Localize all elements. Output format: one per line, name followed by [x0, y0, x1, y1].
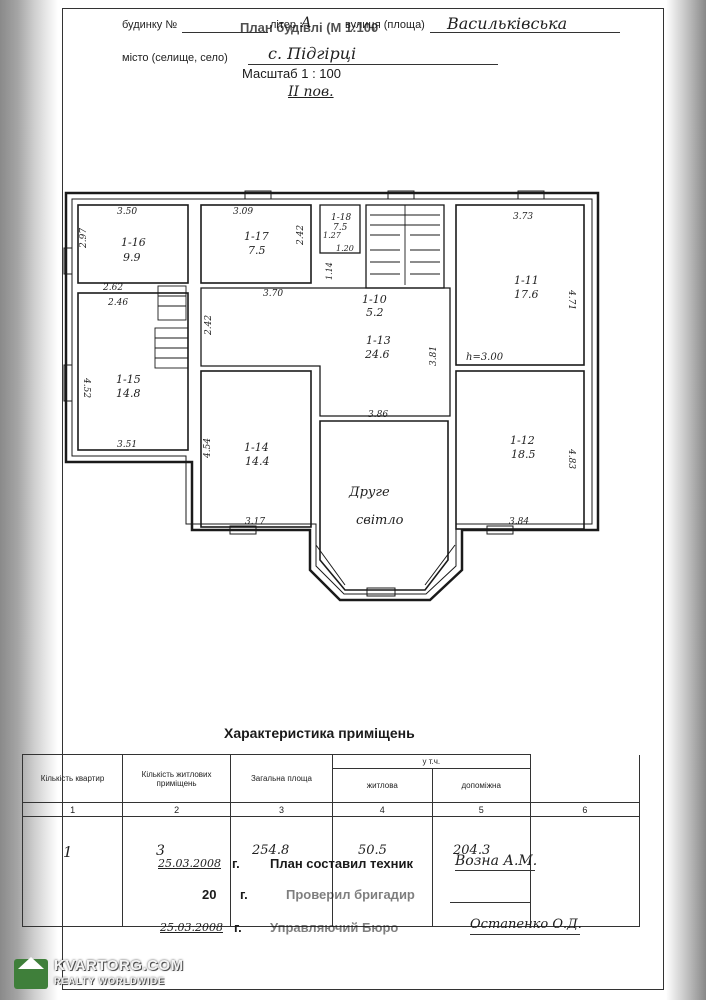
dim-3: 3.73	[513, 212, 533, 222]
cell-apartments: 1	[63, 843, 73, 861]
room-1-12-area: 18.5	[511, 448, 536, 461]
room-1-17-id: 1-17	[244, 230, 269, 243]
cell-living-rooms: 3	[156, 843, 165, 859]
kvartorg-watermark: KVARTORG.COM REALTY WORLDWIDE	[14, 955, 184, 993]
street-label: вулиця (площа)	[345, 19, 425, 31]
col-auxiliary: допоміжна	[431, 768, 531, 803]
dim-1: 3.50	[117, 207, 137, 217]
stamp-checked-label: Проверил бригадир	[286, 887, 415, 902]
dim-2: 3.09	[233, 207, 253, 217]
dim-10: 3.70	[263, 289, 283, 299]
plan-title: План будівлі (М 1:100	[240, 20, 379, 35]
stamp-year-suffix-2: г.	[240, 887, 248, 902]
dim-14: 3.81	[429, 346, 439, 366]
col-apartments: Кількість квартир	[21, 754, 124, 803]
dim-16: 3.86	[368, 410, 388, 420]
stamp-date-1: 25.03.2008	[158, 857, 221, 870]
room-1-18-area: 7.5	[333, 223, 348, 233]
characteristics-title: Характеристика приміщень	[224, 725, 415, 741]
stamp-date-3: 25.03.2008	[160, 921, 223, 934]
dim-20: 3.17	[245, 517, 265, 527]
col-incl-group: у т.ч.	[331, 754, 531, 769]
stamp-approved-label: Управляючий Бюро	[270, 920, 399, 935]
room-1-16-id: 1-16	[121, 236, 146, 249]
col-num-4: 4	[331, 802, 433, 817]
dim-8: 1.14	[325, 262, 334, 280]
house-logo-icon	[14, 957, 48, 989]
col-num-2: 2	[122, 802, 232, 817]
room-1-15-id: 1-15	[116, 373, 141, 386]
city-value: с. Підгірці	[268, 44, 357, 63]
dim-7: 1.20	[336, 244, 354, 253]
cell-6	[529, 816, 641, 927]
characteristics-table: Кількість квартир Кількість житлових при…	[21, 754, 641, 927]
col-num-5: 5	[431, 802, 531, 817]
room-1-17-area: 7.5	[248, 244, 266, 257]
dim-5: 2.42	[296, 225, 306, 246]
stamp-composed-name: Возна А.М.	[455, 853, 538, 869]
room-1-10-area: 5.2	[366, 306, 384, 319]
room-1-13-area: 24.6	[364, 348, 390, 361]
stamp-composed-label: План составил техник	[270, 856, 413, 871]
dim-11: 4.71	[566, 289, 576, 310]
cell-living-area: 50.5	[358, 843, 387, 858]
dim-4: 2.97	[79, 228, 89, 249]
col-living-rooms: Кількість житлових приміщень	[122, 754, 232, 803]
watermark-subtitle: REALTY WORLDWIDE	[54, 976, 166, 986]
dim-17: 3.51	[117, 440, 137, 450]
stamp-approved-name: Остапенко О.Д.	[470, 917, 582, 932]
stamp-year-prefix-2: 20	[202, 887, 217, 902]
dim-15: 4.52	[81, 377, 91, 398]
room-1-16-area: 9.9	[123, 251, 141, 264]
scale-label: Масштаб 1 : 100	[242, 66, 341, 81]
dim-9: 2.62	[102, 283, 123, 293]
room-1-11-id: 1-11	[514, 274, 539, 287]
litera-value: А	[301, 15, 312, 31]
dim-21: 3.84	[509, 517, 529, 527]
room-1-15-area: 14.8	[116, 387, 141, 400]
street-value: Васильківська	[447, 14, 568, 33]
col-num-1: 1	[21, 802, 124, 817]
col-total-area: Загальна площа	[230, 754, 333, 803]
dim-12: 2.46	[107, 298, 128, 308]
room-1-18-id: 1-18	[331, 213, 351, 223]
watermark-title: KVARTORG.COM	[54, 957, 184, 974]
col-num-6: 6	[529, 802, 641, 817]
room-1-13-id: 1-13	[366, 334, 391, 347]
room-1-11-area: 17.6	[514, 288, 539, 301]
city-label: місто (селище, село)	[122, 52, 228, 64]
sheet-frame	[62, 8, 664, 990]
dim-19: 4.83	[566, 448, 576, 469]
floor-label: II пов.	[288, 84, 334, 100]
second-light-label-1: Друге	[348, 485, 390, 500]
col-num-3: 3	[230, 802, 333, 817]
litera-label: літер	[270, 19, 297, 31]
second-light-label-2: світло	[356, 513, 404, 528]
scan-shadow-right	[666, 0, 706, 1000]
col-6-header	[529, 754, 641, 803]
dim-6: 1.27	[323, 231, 342, 240]
room-1-14-id: 1-14	[244, 441, 269, 454]
room-1-14-area: 14.4	[245, 455, 270, 468]
cell-auxiliary-area: 204.3	[453, 843, 491, 858]
ceiling-height-note: h=3.00	[466, 352, 504, 363]
cell-total-area: 254.8	[252, 843, 290, 858]
col-living: житлова	[331, 768, 433, 803]
stamp-year-suffix-3: г.	[234, 920, 242, 935]
room-1-10-id: 1-10	[362, 293, 387, 306]
floor-plan: 1-16 9.9 1-17 7.5 1-18 7.5 1-10 5.2 1-11…	[63, 190, 600, 602]
stamp-year-suffix-1: г.	[232, 856, 240, 871]
room-1-12-id: 1-12	[510, 434, 535, 447]
dim-13: 2.42	[204, 315, 214, 336]
dim-18: 4.54	[203, 438, 213, 459]
building-number-label: будинку №	[122, 19, 178, 31]
